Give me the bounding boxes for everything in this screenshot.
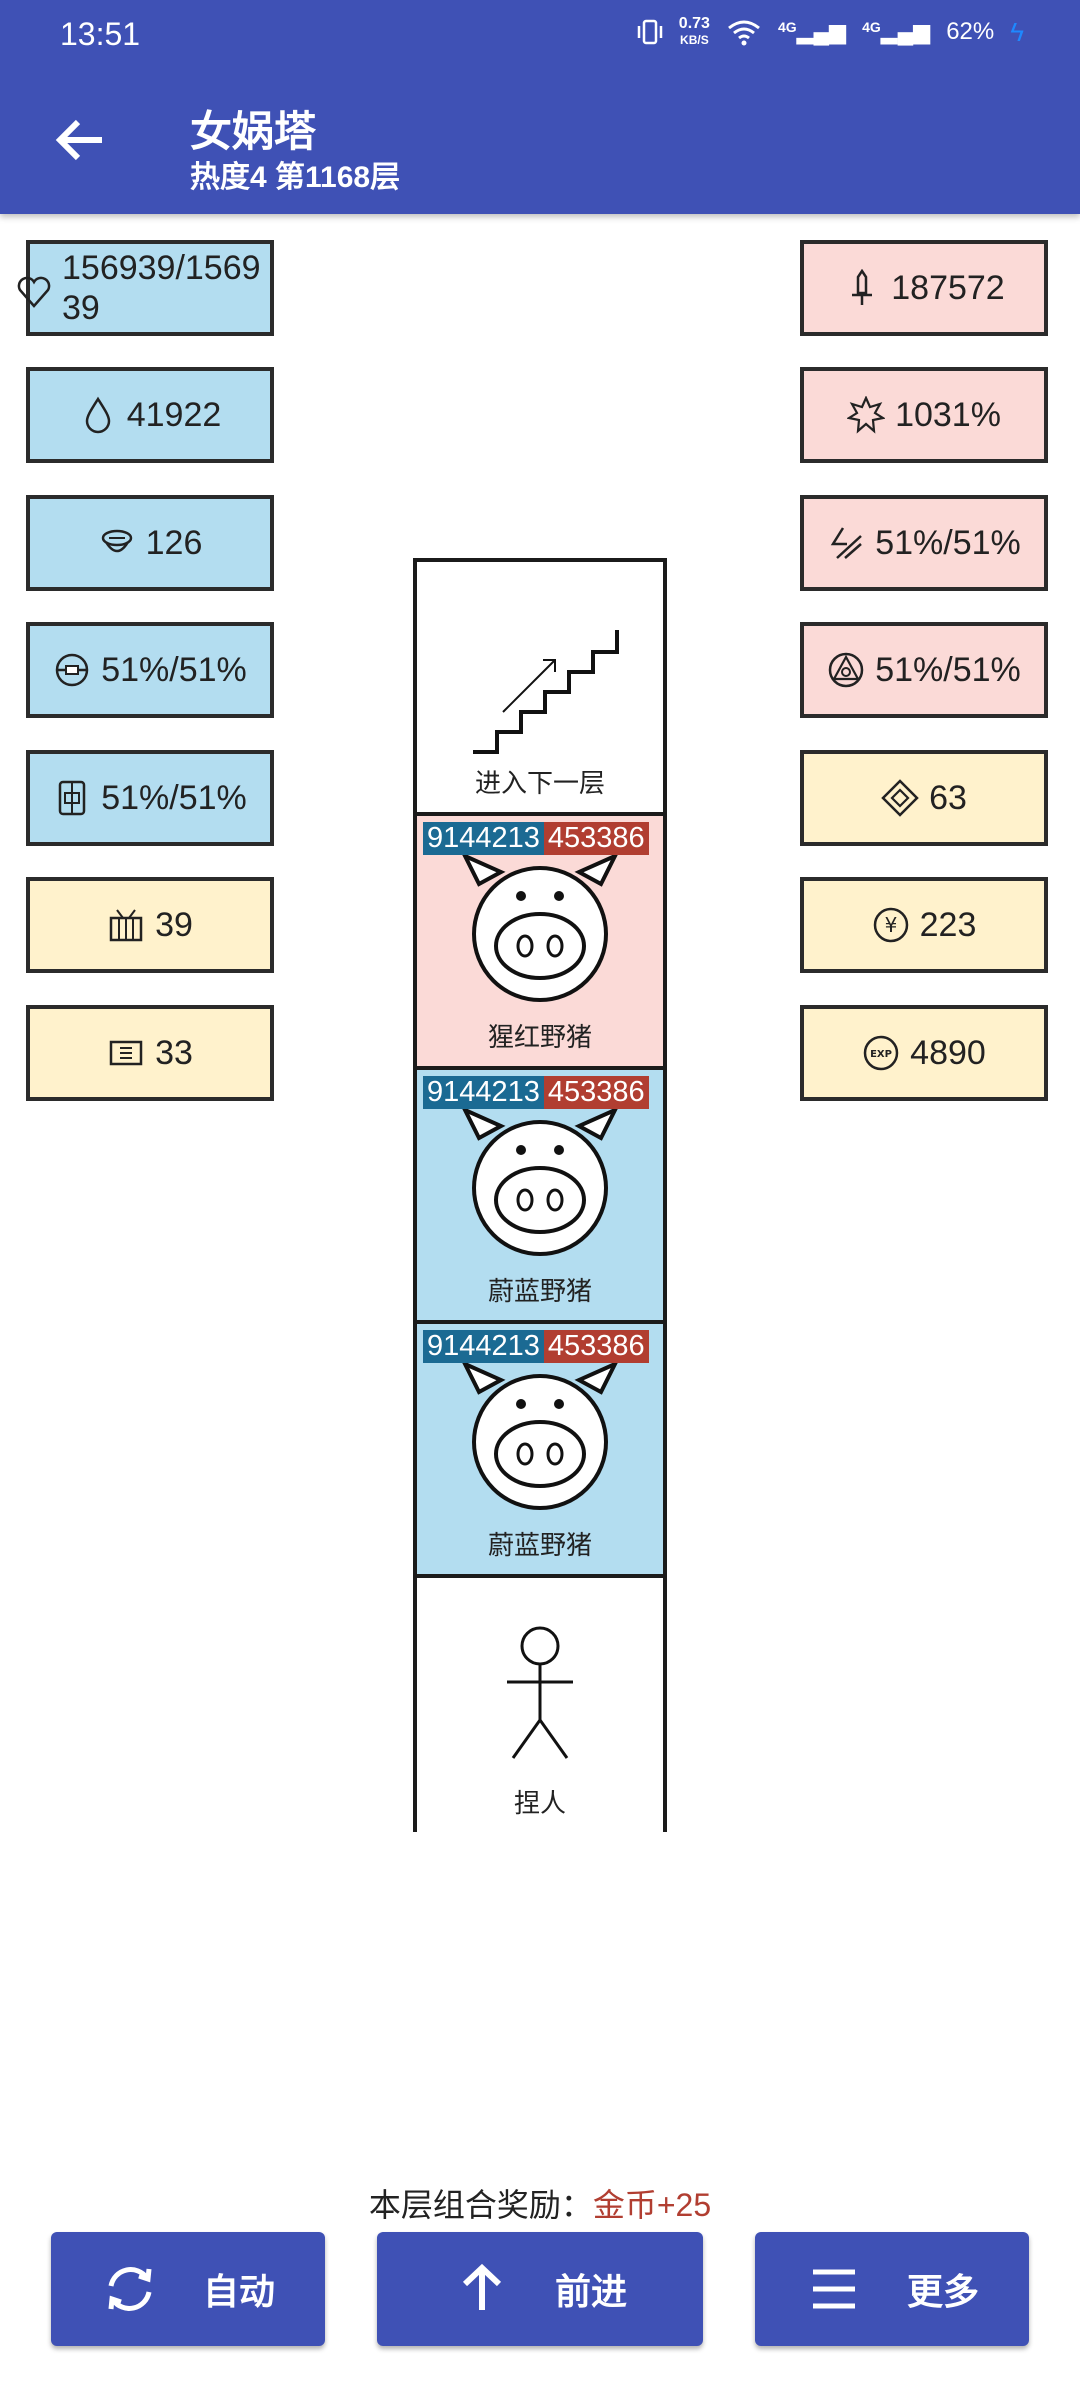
stat-exp: EXP 4890 xyxy=(800,1005,1048,1101)
exp-icon: EXP xyxy=(863,1035,899,1071)
gate-icon xyxy=(109,909,143,942)
stat-card-value: 33 xyxy=(155,1033,193,1072)
boar-icon xyxy=(460,1105,620,1256)
monster-attack: 9144213 xyxy=(423,1330,544,1363)
player-cell[interactable]: 捏人 xyxy=(417,1578,663,1832)
forward-button[interactable]: 前进 xyxy=(377,2232,703,2346)
sword-icon xyxy=(852,269,873,305)
stat-exp-value: 4890 xyxy=(910,1033,986,1072)
orb-icon xyxy=(55,653,89,687)
stat-gem-value: 63 xyxy=(929,778,967,817)
monster-name: 猩红野猪 xyxy=(487,1022,592,1052)
stick-figure-icon xyxy=(507,1626,573,1759)
svg-text:¥: ¥ xyxy=(884,913,897,937)
stat-orb: 51%/51% xyxy=(26,622,274,718)
more-button[interactable]: 更多 xyxy=(755,2232,1029,2346)
boar-icon xyxy=(460,1359,620,1510)
back-arrow-icon[interactable] xyxy=(52,112,108,168)
page-title: 女娲塔 xyxy=(190,108,317,155)
charging-icon: ϟ xyxy=(1010,16,1024,47)
stat-attack: 187572 xyxy=(800,240,1048,336)
card-icon xyxy=(109,1040,143,1066)
water-drop-icon xyxy=(85,396,110,434)
signal-2: 4G▂▄▆ xyxy=(862,19,931,44)
stairs-cell[interactable]: 进入下一层 xyxy=(417,562,663,816)
status-time: 13:51 xyxy=(60,16,141,52)
stairs-icon xyxy=(473,630,619,754)
stat-orb-value: 51%/51% xyxy=(101,650,247,689)
stat-gate: 39 xyxy=(26,877,274,973)
signal-1: 4G▂▄▆ xyxy=(777,19,847,44)
monster-attack: 9144213 xyxy=(423,1076,544,1109)
stat-attack-value: 187572 xyxy=(891,268,1005,307)
stat-mana-value: 41922 xyxy=(126,395,222,434)
boar-icon xyxy=(460,851,620,1002)
menu-icon xyxy=(812,2269,855,2309)
monster-hp: 453386 xyxy=(543,1330,649,1363)
stat-gate-value: 39 xyxy=(155,905,193,944)
wifi-icon xyxy=(728,20,760,46)
slash-icon xyxy=(830,527,863,559)
stat-crit: 1031% xyxy=(800,367,1048,463)
stat-crit-value: 1031% xyxy=(895,395,1001,434)
monster-hp: 453386 xyxy=(543,822,649,855)
stat-shield: 51%/51% xyxy=(26,750,274,846)
helmet-icon xyxy=(101,529,132,553)
stairs-label: 进入下一层 xyxy=(474,768,605,798)
triangle-circle-icon xyxy=(828,652,864,688)
auto-button[interactable]: 自动 xyxy=(51,2232,325,2346)
refresh-icon xyxy=(108,2267,152,2311)
svg-text:EXP: EXP xyxy=(870,1049,892,1060)
stat-hp: 156939/156939 xyxy=(17,240,274,336)
page-subtitle: 热度4 第1168层 xyxy=(190,161,401,194)
stat-defense-value: 126 xyxy=(145,523,203,562)
vibrate-icon xyxy=(637,19,663,45)
stat-hp-value: 156939/156939 xyxy=(62,249,261,327)
heart-icon xyxy=(17,276,51,308)
reward-value: 金币+25 xyxy=(592,2187,712,2223)
shield-frame-icon xyxy=(58,780,86,816)
stat-pierce: 51%/51% xyxy=(800,622,1048,718)
yen-coin-icon: ¥ xyxy=(873,907,908,943)
floor-reward: 本层组合奖励：金币+25 xyxy=(0,2180,1080,2226)
stat-slash-value: 51%/51% xyxy=(875,523,1021,562)
player-label: 捏人 xyxy=(513,1788,566,1818)
stat-gold-value: 223 xyxy=(919,905,977,944)
stat-slash: 51%/51% xyxy=(800,495,1048,591)
burst-icon xyxy=(847,396,886,434)
more-label: 更多 xyxy=(906,2271,979,2312)
stat-shield-value: 51%/51% xyxy=(101,778,247,817)
reward-prefix: 本层组合奖励： xyxy=(368,2187,593,2223)
monster-name: 蔚蓝野猪 xyxy=(487,1276,592,1306)
forward-label: 前进 xyxy=(554,2271,627,2312)
stat-gem: 63 xyxy=(800,750,1048,846)
monster-attack: 9144213 xyxy=(423,822,544,855)
stat-defense: 126 xyxy=(26,495,274,591)
auto-label: 自动 xyxy=(202,2271,275,2312)
monster-name: 蔚蓝野猪 xyxy=(487,1530,592,1560)
stat-mana: 41922 xyxy=(26,367,274,463)
stat-card: 33 xyxy=(26,1005,274,1101)
monster-hp: 453386 xyxy=(543,1076,649,1109)
arrow-up-icon xyxy=(462,2263,502,2310)
battery-level: 62% xyxy=(946,18,995,45)
diamond-icon xyxy=(881,779,919,817)
stat-pierce-value: 51%/51% xyxy=(875,650,1021,689)
stat-gold: ¥ 223 xyxy=(800,877,1048,973)
